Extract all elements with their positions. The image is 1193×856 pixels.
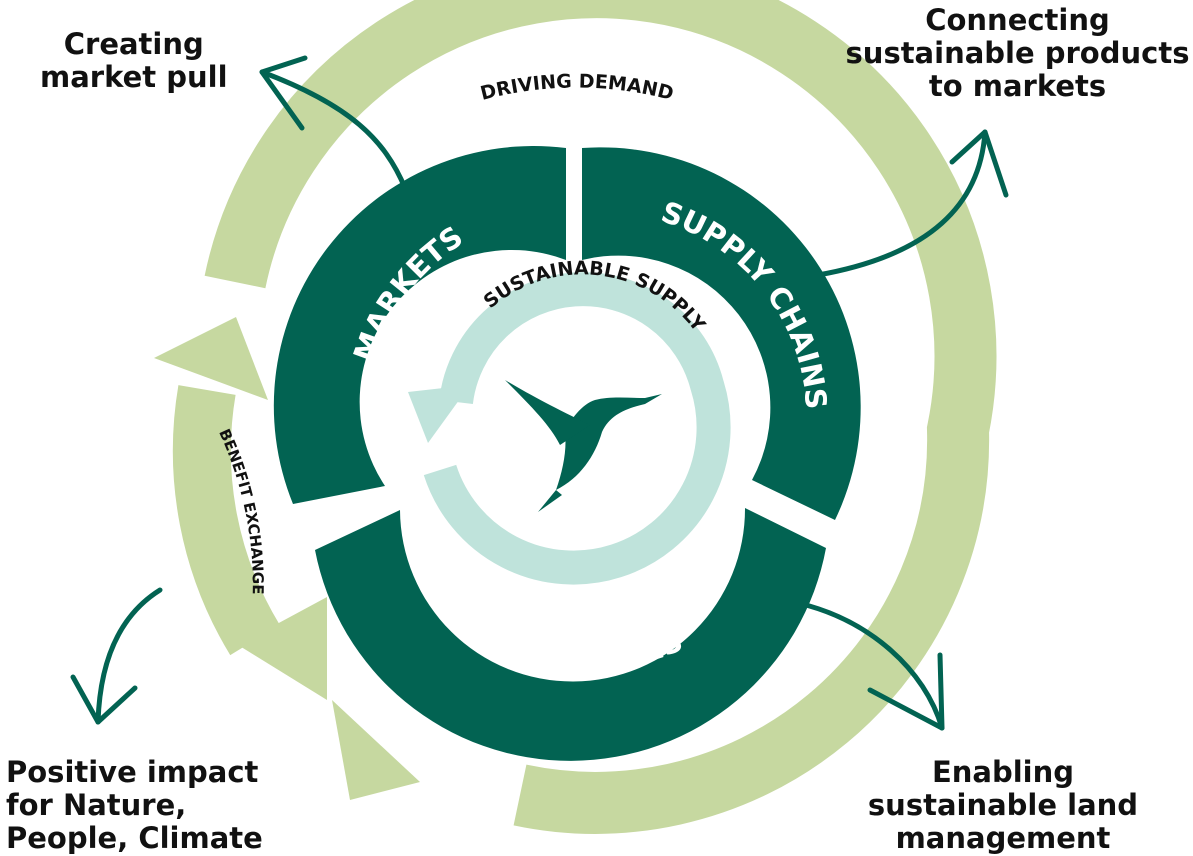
connecting-products-line: sustainable products [845, 36, 1190, 70]
outer-ring-right-arc [204, 0, 997, 834]
outer-ring-left-arrowhead [154, 317, 268, 400]
connecting-products-line: to markets [928, 69, 1107, 103]
connecting-products-line: Connecting [925, 3, 1110, 37]
sustainable-supply-cycle-arrowhead [408, 385, 470, 443]
positive-impact-arrow [95, 587, 163, 725]
landscapes-segment [315, 508, 826, 761]
connecting-products-text: Connecting sustainable products to marke… [845, 4, 1190, 103]
land-management-arrowhead [867, 652, 945, 731]
driving-demand-label: DRIVING DEMAND [478, 70, 676, 104]
outer-ring-left-tail [238, 597, 327, 700]
sustainable-supply-cycle-arc [423, 272, 731, 585]
enabling-land-management-line: Enabling [931, 755, 1075, 789]
enabling-land-management-line: sustainable land [867, 788, 1139, 822]
inner-ring [273, 146, 861, 761]
hummingbird-icon [505, 380, 662, 512]
hummingbird-body [556, 394, 662, 490]
enabling-land-management-text: Enabling sustainable land management [858, 756, 1148, 855]
products-to-markets-arrow [815, 129, 988, 278]
outer-ring-left-arc [172, 385, 280, 656]
outer-ring [154, 0, 997, 834]
outer-ring-bottom-arrowhead [332, 700, 420, 800]
creating-market-pull-line: market pull [40, 60, 228, 94]
products-to-markets-arrowhead [949, 129, 1009, 198]
sustainable-supply-cycle [408, 272, 731, 585]
land-management-arrow [795, 600, 945, 731]
markets-segment [273, 146, 566, 504]
positive-impact-line: Positive impact [6, 755, 259, 789]
outcome-arrows [70, 55, 1009, 731]
positive-impact-text: Positive impact for Nature, People, Clim… [6, 756, 263, 855]
positive-impact-arrowhead [70, 674, 138, 725]
market-pull-arrow [259, 69, 408, 191]
hummingbird-wing [505, 380, 590, 445]
supply-chains-segment [582, 147, 861, 521]
enabling-land-management-line: management [895, 821, 1111, 855]
creating-market-pull-text: Creating market pull [40, 28, 228, 94]
positive-impact-line: for Nature, [6, 788, 187, 822]
hummingbird-tail [538, 490, 562, 512]
market-pull-arrowhead [259, 55, 308, 131]
positive-impact-line: People, Climate [6, 821, 263, 855]
creating-market-pull-line: Creating [63, 27, 204, 61]
